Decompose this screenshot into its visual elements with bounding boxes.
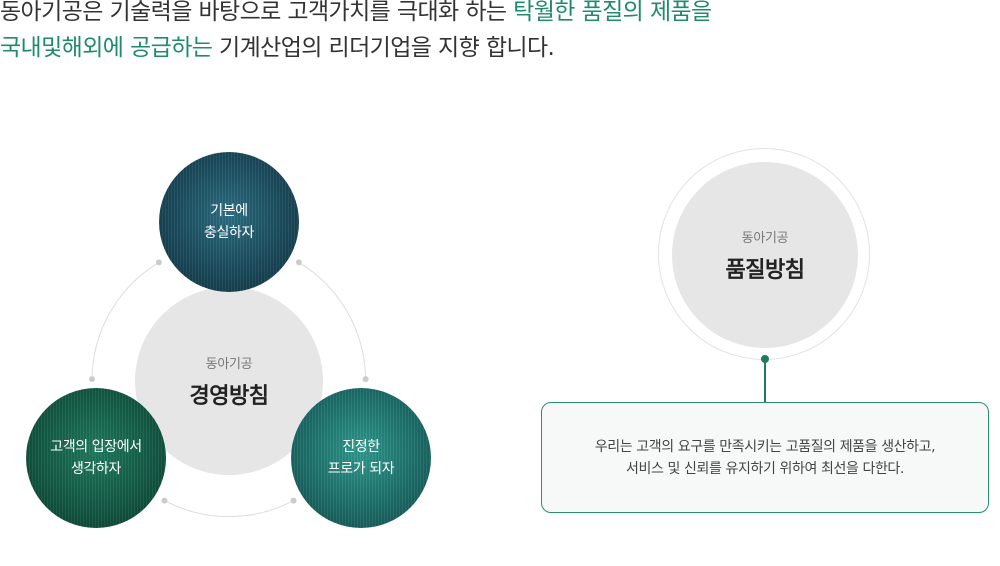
ring-dot <box>155 259 162 266</box>
ring-arc-bottom <box>164 500 294 518</box>
policy-node-line: 진정한 <box>342 439 380 455</box>
policy-node-customer: 고객의 입장에서 생각하자 <box>26 388 166 528</box>
headline-text-1: 동아기공은 기술력을 바탕으로 고객가치를 극대화 하는 <box>0 0 514 25</box>
management-policy-company: 동아기공 <box>205 356 253 372</box>
quality-policy-description: 우리는 고객의 요구를 만족시키는 고품질의 제품을 생산하고, 서비스 및 신… <box>541 402 989 513</box>
ring-arc-right <box>298 261 367 380</box>
ring-arc-left <box>91 261 160 380</box>
ring-dot <box>89 376 95 383</box>
connector-dot <box>761 355 769 363</box>
management-policy-title: 경영방침 <box>189 383 269 409</box>
ring-dot <box>290 497 297 504</box>
connector-line <box>764 362 766 403</box>
headline-line-2: 국내및해외에 공급하는 기계산업의 리더기업을 지향 합니다. <box>0 30 1000 66</box>
policy-node-professional: 진정한 프로가 되자 <box>291 388 431 528</box>
policy-node-line: 프로가 되자 <box>327 461 395 477</box>
policy-node-line: 충실하자 <box>204 225 254 241</box>
ring-dot <box>362 376 369 383</box>
policy-node-line: 고객의 입장에서 <box>50 439 142 455</box>
headline-line-1: 동아기공은 기술력을 바탕으로 고객가치를 극대화 하는 탁월한 품질의 제품을 <box>0 0 1000 30</box>
policy-connector-ring <box>89 259 369 518</box>
headline: 동아기공은 기술력을 바탕으로 고객가치를 극대화 하는 탁월한 품질의 제품을… <box>0 0 1000 66</box>
headline-highlight-1: 탁월한 품질의 제품을 <box>513 0 712 25</box>
quality-description-line-2: 서비스 및 신뢰를 유지하기 위하여 최선을 다한다. <box>626 460 904 477</box>
headline-highlight-2: 국내및해외에 공급하는 <box>0 35 213 61</box>
quality-policy-company: 동아기공 <box>741 230 789 246</box>
quality-policy-core: 동아기공 품질방침 <box>672 162 858 348</box>
quality-description-line-1: 우리는 고객의 요구를 만족시키는 고품질의 제품을 생산하고, <box>594 438 936 455</box>
quality-policy-title: 품질방침 <box>725 257 805 283</box>
policy-node-line: 생각하자 <box>71 461 121 477</box>
ring-dot <box>161 497 168 504</box>
policy-node-basics: 기본에 충실하자 <box>159 152 299 292</box>
ring-dot <box>295 259 302 266</box>
policy-node-line: 기본에 <box>210 203 248 219</box>
headline-text-2: 기계산업의 리더기업을 지향 합니다. <box>212 35 555 61</box>
